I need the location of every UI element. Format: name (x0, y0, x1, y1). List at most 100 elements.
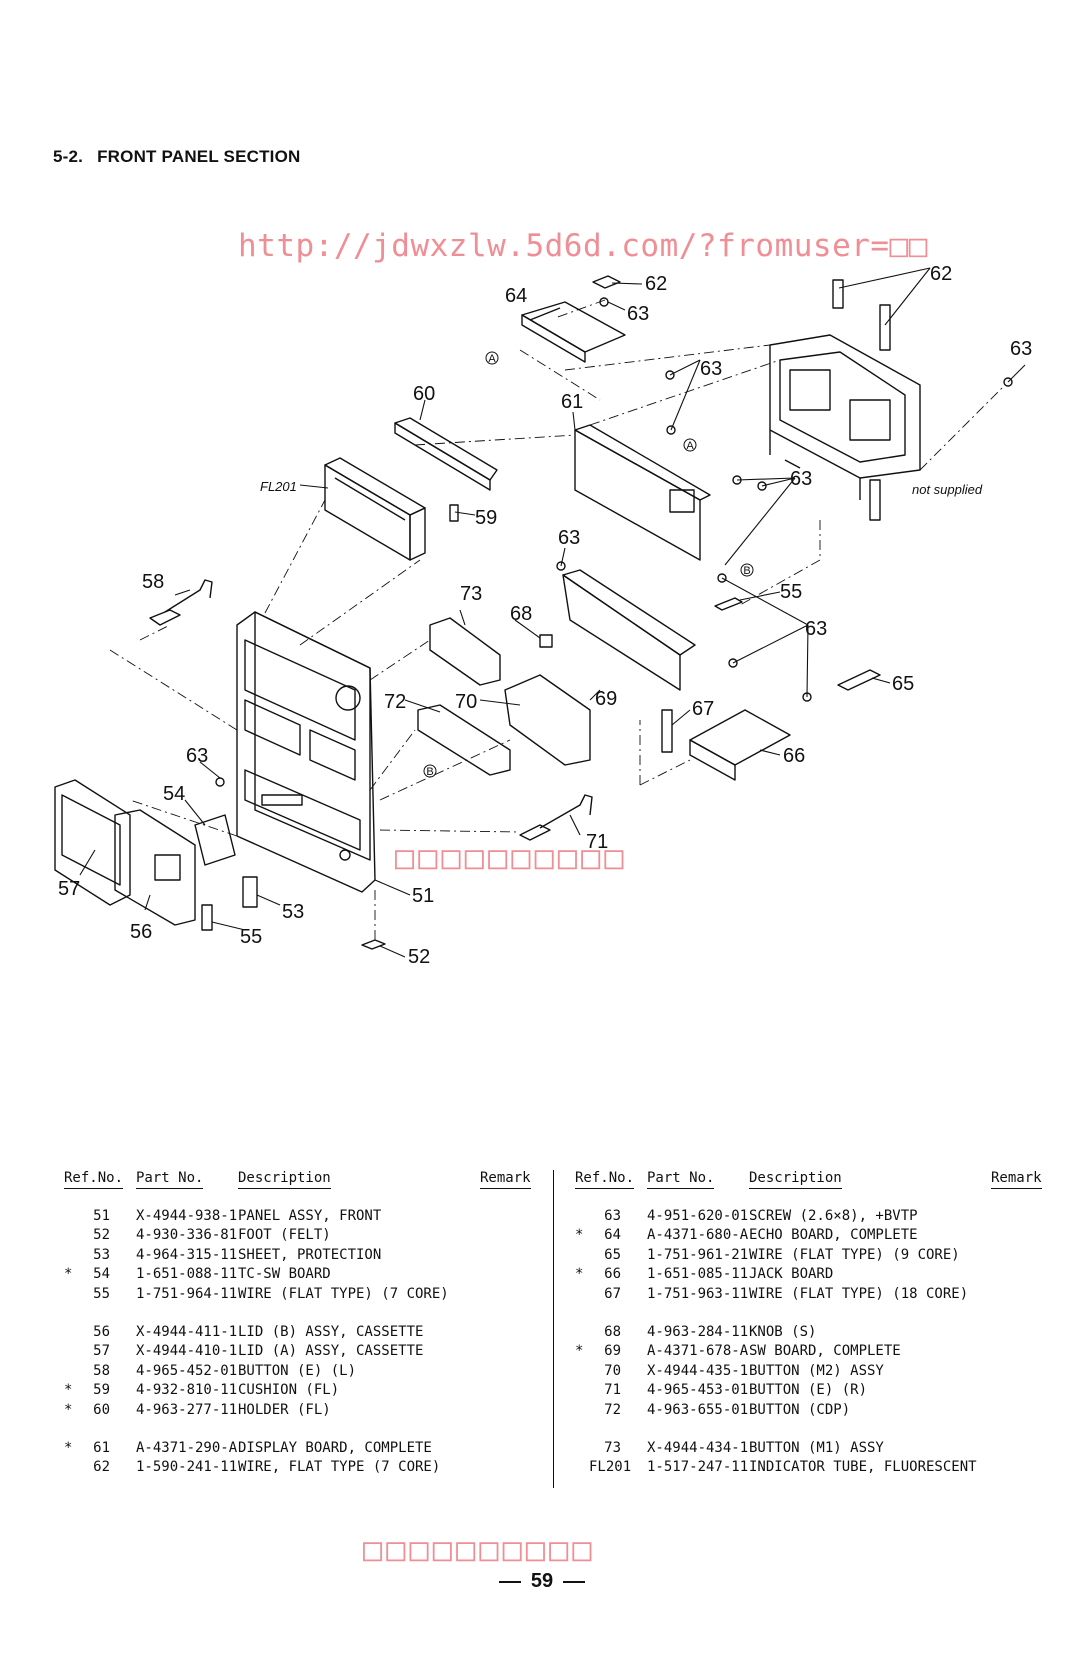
part-51-front-panel (236, 611, 376, 893)
callout-63-jack: 63 (805, 618, 827, 640)
screws (215, 297, 1013, 787)
row-description: ECHO BOARD, COMPLETE (749, 1227, 918, 1244)
row-part-number: X-4944-435-1 (647, 1362, 749, 1379)
row-part-number: 1-651-088-11 (136, 1266, 238, 1283)
part-55-wire-right (714, 597, 743, 611)
row-ref: 58 (93, 1362, 110, 1379)
row-mark: * (575, 1266, 584, 1283)
callout-63-mid: 63 (790, 468, 812, 490)
row-description: WIRE (FLAT TYPE) (9 CORE) (749, 1246, 960, 1263)
callout-63-right: 63 (1010, 338, 1032, 360)
callout-55-right: 55 (780, 581, 802, 603)
page-number-value: 59 (530, 1570, 554, 1592)
part-58-button-el (149, 579, 213, 626)
section-heading: FRONT PANEL SECTION (97, 147, 301, 166)
part-59-cushion (449, 504, 459, 522)
row-ref: 68 (604, 1323, 621, 1340)
callout-62-top: 62 (645, 273, 667, 295)
callout-67: 67 (692, 698, 714, 720)
table-header-left: Ref.No. Part No. Description Remark (64, 1170, 534, 1194)
row-part-number: 1-517-247-11 (647, 1459, 749, 1476)
part-62-wire-top (592, 275, 621, 289)
callout-63-board: 63 (558, 527, 580, 549)
row-ref: 67 (604, 1285, 621, 1302)
part-66-jack-board (689, 709, 791, 781)
callout-fl201: FL201 (260, 479, 297, 494)
row-ref: 65 (604, 1246, 621, 1263)
table-header-right: Ref.No. Part No. Description Remark (575, 1170, 1045, 1194)
part-61-display-board (574, 424, 711, 561)
row-ref: 54 (93, 1266, 110, 1283)
part-56-lid-b (114, 809, 196, 926)
row-ref: 57 (93, 1343, 110, 1360)
header-part: Part No. (647, 1170, 715, 1189)
mark-b-2: B (426, 766, 433, 778)
row-description: BUTTON (M2) ASSY (749, 1362, 884, 1379)
row-part-number: 1-590-241-11 (136, 1459, 238, 1476)
row-description: INDICATOR TUBE, FLUORESCENT (749, 1459, 977, 1476)
callout-63-display: 63 (700, 358, 722, 380)
header-remark: Remark (480, 1170, 531, 1189)
row-ref: 63 (604, 1208, 621, 1224)
row-part-number: X-4944-938-1 (136, 1208, 238, 1224)
row-part-number: 4-963-284-11 (647, 1323, 749, 1340)
row-description: SCREW (2.6×8), +BVTP (749, 1208, 918, 1224)
row-part-number: 4-951-620-01 (647, 1208, 749, 1224)
part-71-button-er (519, 794, 593, 841)
row-ref: 72 (604, 1401, 621, 1418)
row-part-number: X-4944-411-1 (136, 1323, 238, 1340)
watermark-middle: □□□□□□□□□□ (395, 838, 628, 876)
callout-53: 53 (282, 901, 304, 923)
header-ref: Ref.No. (64, 1170, 124, 1189)
callout-56: 56 (130, 921, 152, 943)
callout-62-right: 62 (930, 263, 952, 285)
row-mark: * (64, 1401, 73, 1418)
dash-left (498, 1580, 521, 1583)
watermark-bottom: □□□□□□□□□□ (363, 1530, 596, 1568)
row-part-number: 4-963-277-11 (136, 1401, 238, 1418)
section-number: 5-2. (53, 147, 84, 166)
row-part-number: 1-751-963-11 (647, 1285, 749, 1302)
row-part-number: 1-751-961-21 (647, 1246, 749, 1263)
callout-55-bottom: 55 (240, 926, 262, 948)
callout-60: 60 (413, 383, 435, 405)
row-ref: 70 (604, 1362, 621, 1379)
page-number: 59 (0, 1570, 1084, 1593)
row-description: KNOB (S) (749, 1323, 817, 1340)
callout-51: 51 (412, 885, 434, 907)
row-mark: * (575, 1343, 584, 1360)
callout-63-top: 63 (627, 303, 649, 325)
part-54-tc-sw-board (194, 814, 236, 866)
callout-72: 72 (384, 691, 406, 713)
part-68-knob (539, 634, 553, 648)
row-ref: 64 (604, 1227, 621, 1244)
row-ref: 59 (93, 1382, 110, 1399)
row-description: LID (B) ASSY, CASSETTE (238, 1323, 424, 1340)
row-mark: * (64, 1266, 73, 1283)
row-ref: 66 (604, 1266, 621, 1283)
row-ref: 55 (93, 1285, 110, 1302)
header-desc: Description (749, 1170, 842, 1189)
watermark-url: http://jdwxzlw.5d6d.com/?fromuser=□□ (238, 228, 928, 264)
part-60-holder (394, 417, 498, 491)
row-description: BUTTON (E) (R) (749, 1382, 868, 1399)
row-description: BUTTON (E) (L) (238, 1362, 357, 1379)
part-64-echo-board (521, 301, 626, 363)
mark-a-2: A (686, 440, 694, 452)
row-part-number: 4-965-453-01 (647, 1382, 749, 1399)
callout-58: 58 (142, 571, 164, 593)
parts-table-right: Ref.No. Part No. Description Remark 63 4-… (575, 1170, 1045, 1479)
